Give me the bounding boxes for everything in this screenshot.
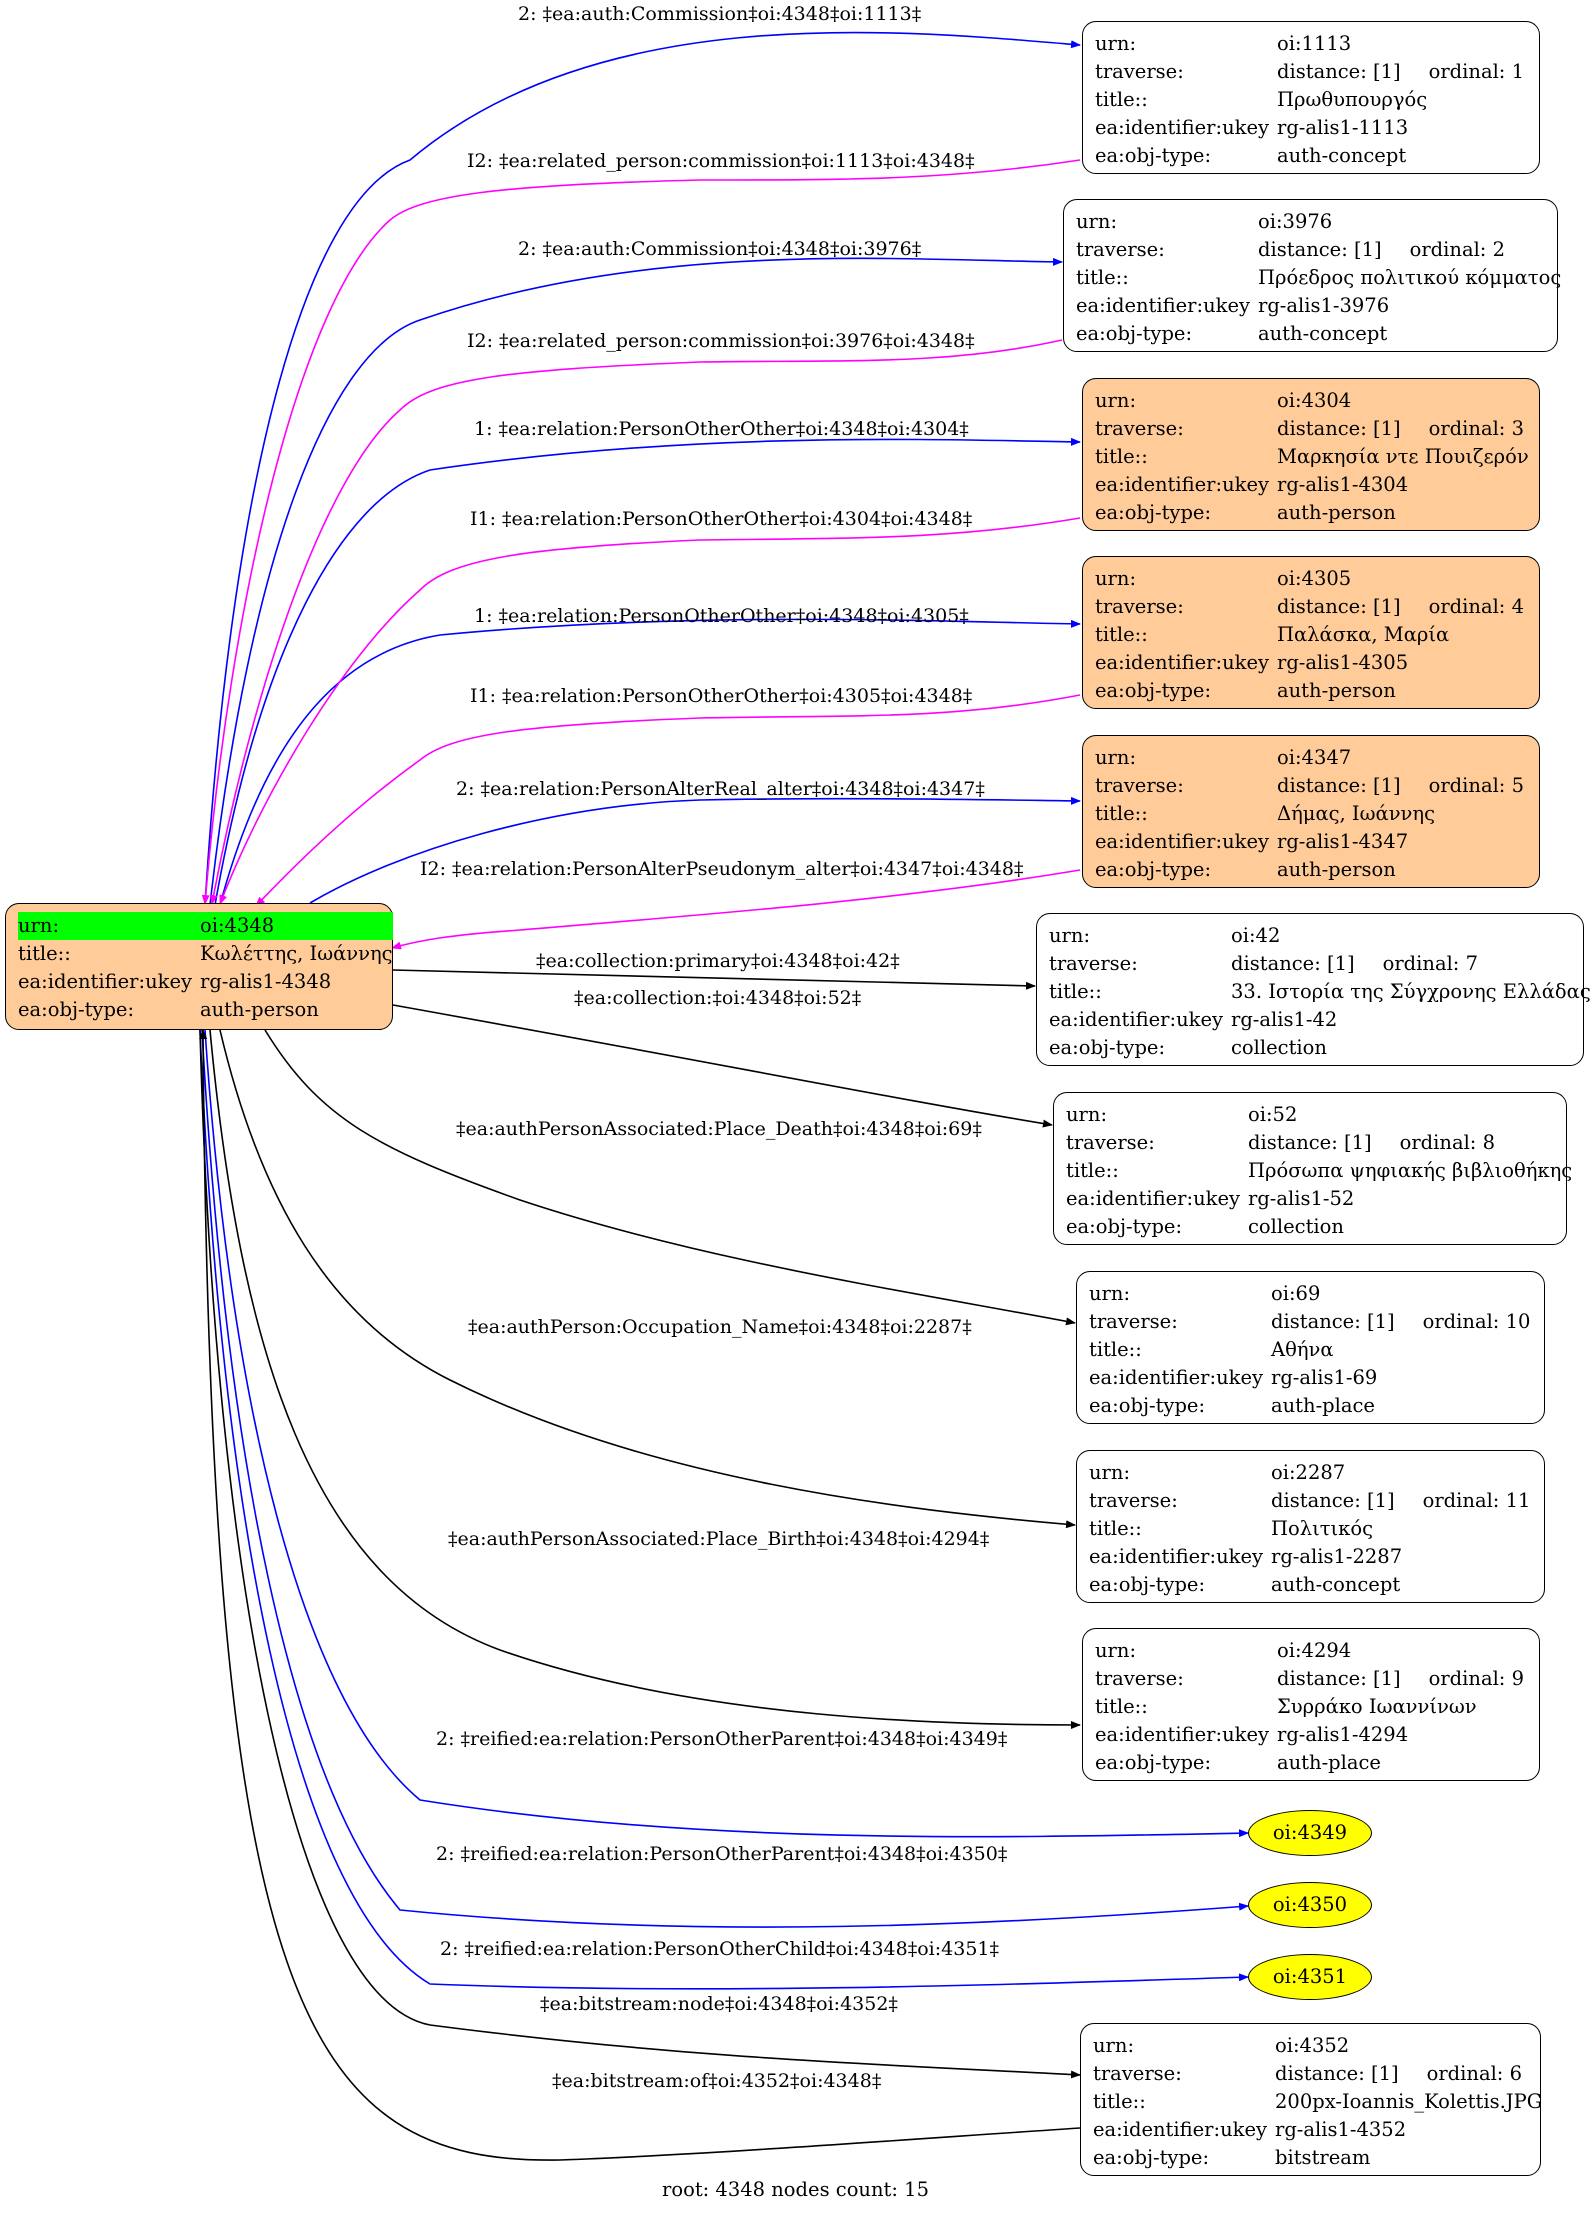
- edge-pseudonym-4347: [391, 869, 1081, 950]
- edge-label: 1: ‡ea:relation:PersonOtherOther‡oi:4348…: [474, 418, 969, 440]
- edge-collection-52: [392, 1004, 1053, 1128]
- edge-label: 2: ‡reified:ea:relation:PersonOtherChild…: [440, 1938, 999, 1960]
- edge-otherother-4304: [214, 437, 1081, 906]
- edge-label: I2: ‡ea:related_person:commission‡oi:397…: [467, 330, 975, 352]
- ellipse-node-4350[interactable]: oi:4350: [1248, 1882, 1372, 1928]
- edge-bitstream-of-4352: [199, 1029, 1081, 2161]
- edge-label: ‡ea:authPersonAssociated:Place_Death‡oi:…: [456, 1118, 982, 1140]
- edge-label: 1: ‡ea:relation:PersonOtherOther‡oi:4348…: [474, 605, 969, 627]
- edge-alterreal-4347: [309, 796, 1081, 904]
- edge-label: ‡ea:bitstream:of‡oi:4352‡oi:4348‡: [552, 2070, 882, 2092]
- root-row-type: ea:obj-type:auth-person: [18, 998, 319, 1021]
- edge-label: 2: ‡ea:auth:Commission‡oi:4348‡oi:3976‡: [518, 238, 922, 260]
- edge-place-death-69: [264, 1029, 1076, 1326]
- edge-commission-3976: [209, 257, 1063, 906]
- edge-label: I2: ‡ea:related_person:commission‡oi:111…: [467, 150, 975, 172]
- edge-label: 2: ‡reified:ea:relation:PersonOtherParen…: [436, 1843, 1008, 1865]
- root-row-title: title::Κωλέττης, Ιωάννης: [18, 942, 393, 965]
- edge-occupation-2287: [219, 1029, 1076, 1529]
- footer-caption: root: 4348 nodes count: 15: [662, 2178, 929, 2201]
- edge-label: 2: ‡ea:relation:PersonAlterReal_alter‡oi…: [456, 778, 985, 800]
- edge-child-4351: [199, 1029, 1249, 1990]
- ellipse-node-4349[interactable]: oi:4349: [1248, 1810, 1372, 1856]
- edge-commission-1113: [204, 31, 1081, 906]
- edge-related-4305: [255, 694, 1081, 907]
- edge-related-3976: [209, 339, 1063, 905]
- root-row-urn: urn:oi:4348: [18, 912, 393, 940]
- edge-related-4304: [219, 517, 1081, 905]
- edge-label: 2: ‡reified:ea:relation:PersonOtherParen…: [436, 1728, 1008, 1750]
- edge-label: I2: ‡ea:relation:PersonAlterPseudonym_al…: [420, 858, 1024, 880]
- edge-otherother-4305: [219, 618, 1081, 906]
- edge-label: ‡ea:authPersonAssociated:Place_Birth‡oi:…: [448, 1528, 990, 1550]
- edge-related-1113: [201, 159, 1081, 905]
- ellipse-node-4351[interactable]: oi:4351: [1248, 1954, 1372, 2000]
- edge-place-birth-4294: [209, 1029, 1081, 1729]
- edge-parent-4350: [201, 1029, 1249, 1928]
- edge-bitstream-node-4352: [199, 1029, 1081, 2079]
- edge-label: I1: ‡ea:relation:PersonOtherOther‡oi:430…: [470, 685, 973, 707]
- edge-label: I1: ‡ea:relation:PersonOtherOther‡oi:430…: [470, 508, 973, 530]
- edge-label: ‡ea:bitstream:node‡oi:4348‡oi:4352‡: [540, 1993, 898, 2015]
- edge-label: ‡ea:collection:‡oi:4348‡oi:52‡: [574, 987, 862, 1009]
- edge-label: ‡ea:collection:primary‡oi:4348‡oi:42‡: [536, 950, 900, 972]
- edge-label: 2: ‡ea:auth:Commission‡oi:4348‡oi:1113‡: [518, 3, 922, 25]
- root-node[interactable]: urn:oi:4348 title::Κωλέττης, Ιωάννης ea:…: [5, 903, 393, 1030]
- edge-parent-4349: [204, 1029, 1249, 1838]
- edge-label: ‡ea:authPerson:Occupation_Name‡oi:4348‡o…: [468, 1316, 972, 1338]
- edge-collection-42: [392, 969, 1036, 990]
